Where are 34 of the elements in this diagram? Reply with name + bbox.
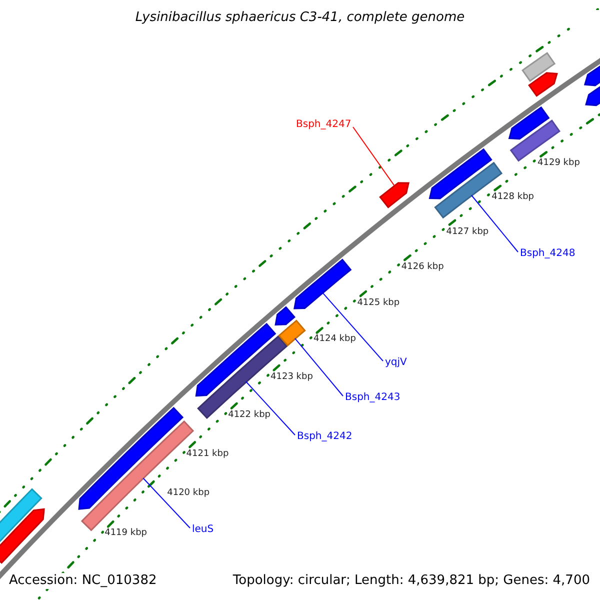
gene-feature — [508, 106, 550, 140]
tick-label: 4120 kbp — [167, 488, 210, 499]
tick-label: 4122 kbp — [228, 410, 270, 421]
tick-label: 4129 kbp — [538, 158, 580, 170]
tick-label: 4121 kbp — [186, 448, 229, 460]
tick-label: 4128 kbp — [492, 192, 534, 203]
leader-line — [322, 292, 384, 362]
gene-feature — [428, 148, 492, 200]
leader-line — [471, 194, 518, 252]
gene-feature — [278, 320, 306, 346]
tick-label: 4126 kbp — [401, 262, 444, 273]
leader-line — [142, 478, 190, 528]
gene-label: leuS — [192, 524, 214, 536]
tick-label: 4125 kbp — [357, 298, 400, 309]
gene-label: Bsph_4243 — [345, 392, 400, 404]
tick-label: 4119 kbp — [104, 528, 147, 539]
footer-text: Accession: NC_010382 — [9, 573, 157, 589]
footer-text: Topology: circular; Length: 4,639,821 bp; Genes: 4,700 — [232, 573, 590, 589]
gene-label: Bsph_4248 — [520, 248, 576, 260]
leader-line — [294, 338, 344, 396]
tick-label: 4124 kbp — [314, 334, 356, 346]
tick-label: 4123 kbp — [270, 372, 313, 383]
gene-feature — [0, 508, 45, 564]
leader-line — [352, 126, 396, 186]
tick-label: 4127 kbp — [446, 226, 489, 238]
gene-feature — [0, 488, 42, 543]
gene-feature — [294, 258, 352, 310]
gene-feature — [522, 52, 556, 82]
gene-label: Bsph_4242 — [297, 431, 352, 443]
gene-feature — [528, 72, 558, 97]
gene-feature — [379, 182, 410, 208]
gene-label: yqjV — [385, 357, 407, 369]
gene-label: Bsph_4247 — [296, 119, 352, 131]
gene-feature — [274, 306, 296, 326]
